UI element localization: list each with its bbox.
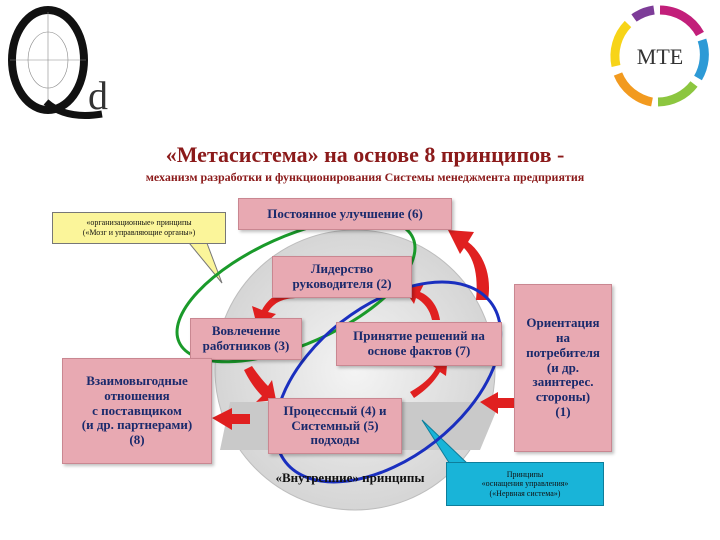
box-improvement: Постоянное улучшение (6) [238, 198, 452, 230]
callout-organizational-line1: «организационные» принципы [86, 218, 192, 228]
box-process-line3: подходы [310, 432, 360, 448]
callout-organizational: «организационные» принципы («Мозг и упра… [52, 212, 226, 244]
diagram-subtitle: механизм разработки и функционирования С… [145, 170, 585, 184]
callout-organizational-line2: («Мозг и управляющие органы») [82, 228, 196, 237]
mte-logo-ring [610, 5, 709, 107]
callout-equipment-line1: Принципы [506, 469, 544, 479]
qd-logo-graphic [8, 6, 103, 119]
box-leadership: Лидерство руководителя (2) [272, 256, 412, 298]
box-involvement-line1: Вовлечение [211, 323, 281, 339]
callout-equipment-line2: «оснащения управления» [481, 479, 569, 489]
qd-logo-sub: d [88, 73, 108, 118]
green-oval [175, 216, 417, 364]
box-decisions-line1: Принятие решений на [353, 328, 485, 344]
arrow-relations [212, 408, 250, 430]
box-customer-line7: (1) [555, 404, 571, 420]
box-process-line2: Системный (5) [291, 417, 379, 433]
internal-principles-label: «Внутренние» принципы [275, 470, 425, 485]
callout-equipment: Принципы «оснащения управления» («Нервна… [446, 462, 604, 506]
box-customer: Ориентация на потребителя (и др. заинтер… [514, 284, 612, 452]
box-process: Процессный (4) и Системный (5) подходы [268, 398, 402, 454]
box-relations-line1: Взаимовыгодные [86, 372, 188, 388]
box-relations-line2: отношения [104, 387, 170, 403]
box-improvement-label: Постоянное улучшение (6) [267, 205, 423, 221]
arrow-right-curve [448, 230, 490, 300]
box-customer-line1: Ориентация [526, 314, 600, 330]
box-relations-line4: (и др. партнерами) [81, 417, 193, 433]
box-customer-line6: стороны) [535, 389, 591, 405]
diagram-title: «Метасистема» на основе 8 принципов - [165, 142, 565, 167]
box-relations: Взаимовыгодные отношения с поставщиком (… [62, 358, 212, 464]
box-customer-line2: на [556, 329, 570, 345]
mte-logo: MTE [608, 4, 712, 108]
callout-equipment-line3: («Нервная система») [489, 488, 561, 498]
mte-logo-text: MTE [636, 44, 684, 69]
box-involvement: Вовлечение работников (3) [190, 318, 302, 360]
box-decisions-line2: основе фактов (7) [367, 343, 471, 358]
arrow-customer [480, 392, 514, 414]
box-relations-line5: (8) [129, 432, 145, 448]
box-customer-line4: (и др. [546, 359, 580, 375]
qd-logo: d [6, 4, 126, 122]
arrow-down-left [244, 366, 276, 402]
box-leadership-line2: руководителя (2) [292, 276, 392, 291]
box-decisions: Принятие решений на основе фактов (7) [336, 322, 502, 366]
box-relations-line3: с поставщиком [92, 402, 182, 418]
box-involvement-line2: работников (3) [202, 338, 290, 353]
box-leadership-line1: Лидерство [310, 261, 374, 277]
box-customer-line3: потребителя [526, 344, 600, 360]
box-process-line1: Процессный (4) и [283, 402, 387, 418]
box-customer-line5: заинтерес. [532, 374, 594, 390]
